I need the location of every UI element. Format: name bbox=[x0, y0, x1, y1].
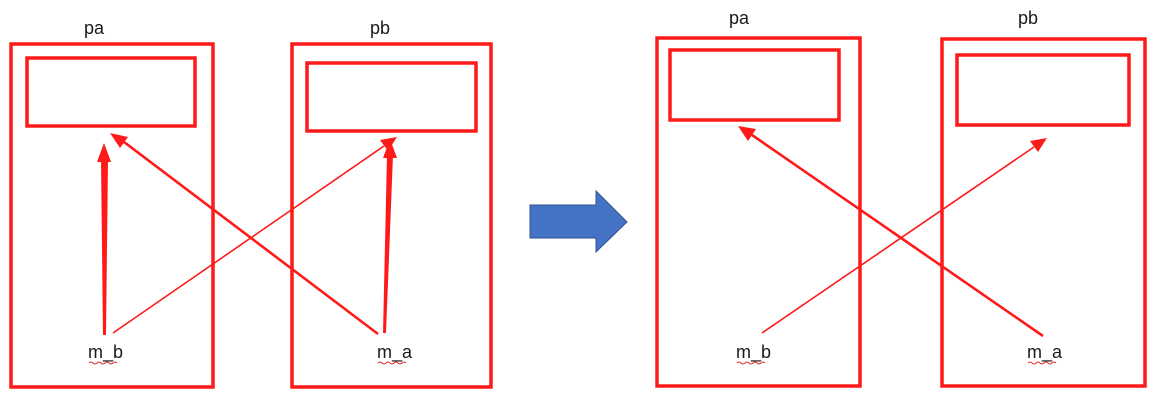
left-pb-label: pb bbox=[370, 18, 390, 38]
left-ma-to-pb-arrow-shaft bbox=[383, 155, 393, 333]
left-pa-label: pa bbox=[84, 18, 105, 38]
right-mb-spellcheck-underline bbox=[736, 361, 766, 365]
right-panel: pa pb m_b m_a bbox=[655, 8, 1147, 388]
right-pb-object-box bbox=[940, 37, 1147, 388]
left-pb-object-box bbox=[290, 42, 493, 389]
left-mb-to-pa-arrowhead bbox=[97, 143, 111, 162]
left-panel: pa pb m_b m_a bbox=[9, 18, 493, 389]
right-pa-member-box bbox=[668, 48, 841, 122]
right-ma-label: m_a bbox=[1027, 342, 1063, 363]
left-ma-to-pa-arrowhead bbox=[110, 133, 128, 148]
transition-arrow-icon bbox=[529, 189, 628, 254]
right-mb-to-pb-arrowhead bbox=[1030, 138, 1047, 152]
right-mb-to-pb-arrow bbox=[761, 146, 1035, 334]
right-ma-to-pa-arrowhead bbox=[738, 126, 756, 141]
left-mb-to-pa-arrow-shaft bbox=[101, 160, 108, 335]
right-pb-member-box bbox=[955, 53, 1131, 127]
left-ma-to-pa-arrow bbox=[123, 140, 379, 336]
left-ma-spellcheck-underline bbox=[377, 361, 407, 365]
left-ma-label: m_a bbox=[377, 342, 413, 363]
right-pa-label: pa bbox=[729, 8, 750, 28]
left-mb-to-pb-arrow bbox=[112, 145, 385, 334]
right-pb-label: pb bbox=[1018, 8, 1038, 28]
right-ma-to-pa-arrow bbox=[751, 133, 1044, 338]
left-mb-spellcheck-underline bbox=[88, 361, 118, 365]
right-pa-object-box bbox=[655, 36, 862, 388]
left-mb-label: m_b bbox=[88, 342, 123, 363]
left-ma-to-pb-arrowhead bbox=[383, 139, 397, 158]
right-ma-spellcheck-underline bbox=[1027, 361, 1057, 365]
left-pa-object-box bbox=[9, 42, 215, 389]
left-pb-member-box bbox=[305, 61, 478, 133]
right-mb-label: m_b bbox=[736, 342, 771, 363]
left-mb-to-pb-arrowhead bbox=[380, 137, 397, 151]
left-pa-member-box bbox=[25, 56, 197, 128]
